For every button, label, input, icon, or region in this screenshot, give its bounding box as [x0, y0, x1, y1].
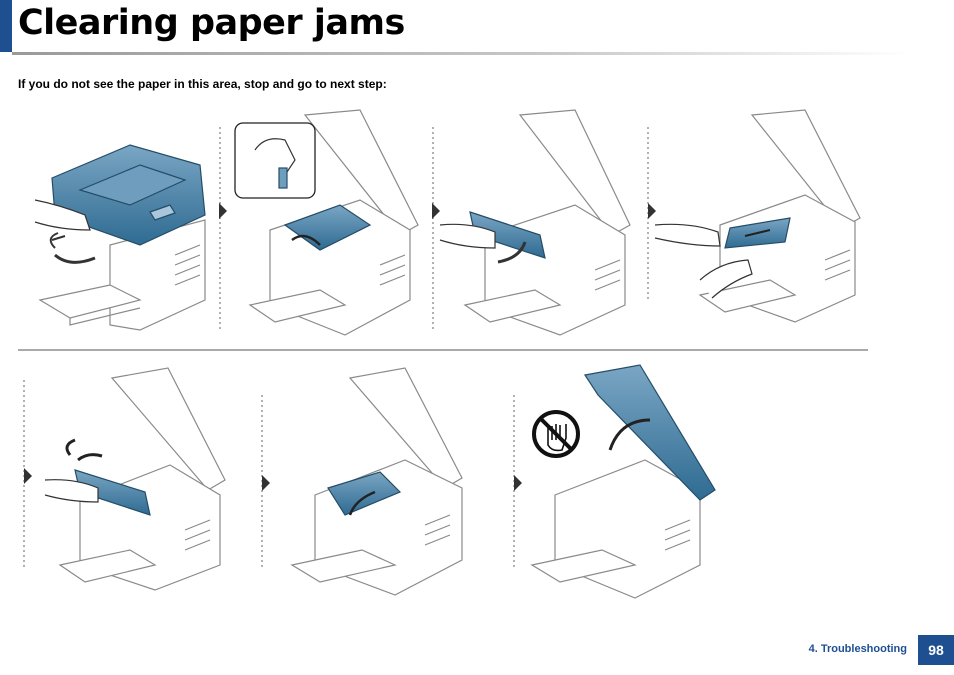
paper-jam-steps-figure: [18, 109, 868, 599]
step-5-illustration: [44, 367, 226, 591]
arrow-icon: [514, 475, 522, 491]
arrow-icon: [219, 203, 227, 219]
arrow-icon: [24, 468, 32, 484]
arrow-icon: [262, 475, 270, 491]
arrow-icon: [432, 203, 440, 219]
step-7-illustration: [530, 364, 716, 599]
page-number-badge: 98: [918, 635, 954, 665]
step-2-illustration: [234, 109, 419, 336]
footer-section-label: 4. Troubleshooting: [808, 643, 907, 655]
step-6-illustration: [290, 367, 463, 596]
page-title: Clearing paper jams: [18, 3, 405, 43]
arrow-icon: [648, 203, 656, 219]
step-3-illustration: [439, 109, 631, 336]
title-accent-bar: [0, 0, 12, 52]
instruction-text: If you do not see the paper in this area…: [18, 77, 387, 91]
no-touch-icon: [532, 410, 580, 458]
step-1-illustration: [34, 144, 206, 331]
step-4-illustration: [654, 109, 861, 323]
title-rule: [12, 52, 912, 55]
